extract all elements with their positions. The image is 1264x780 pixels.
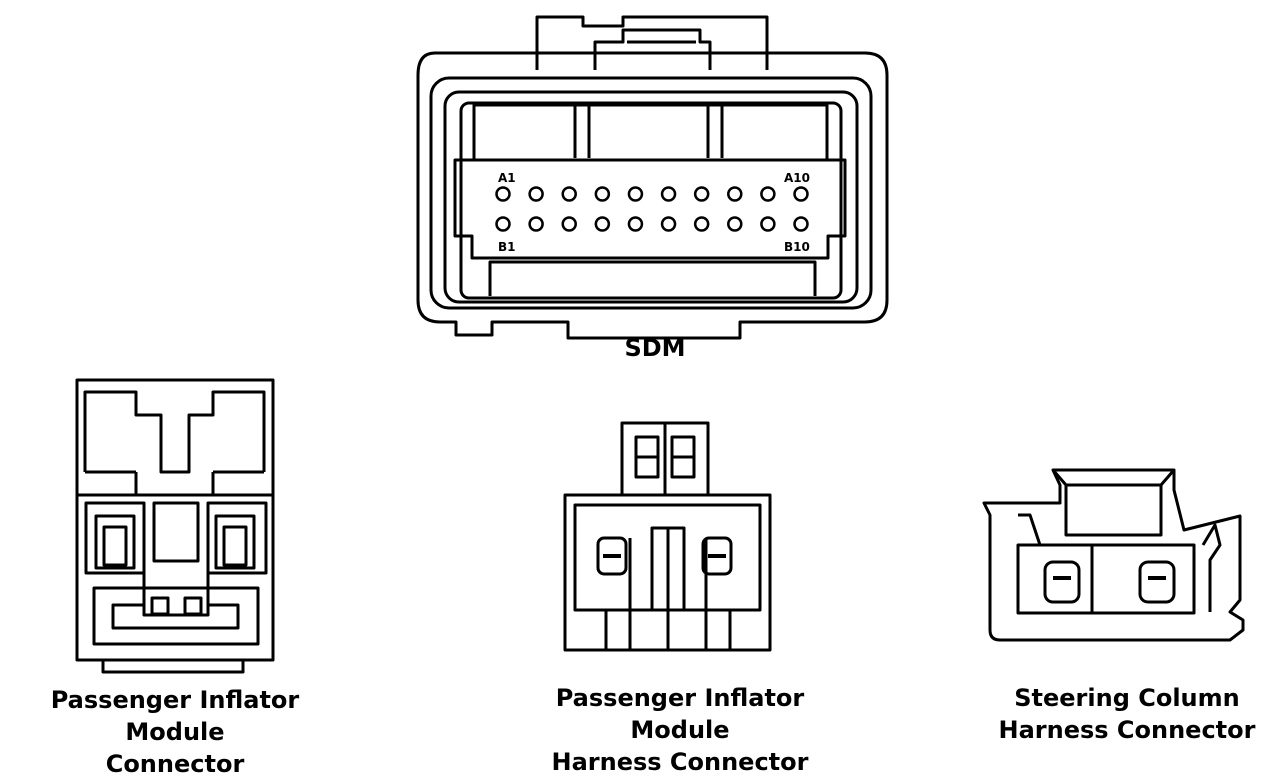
sdm-pin-b2 (528, 216, 544, 232)
pimhc-title-line1: Passenger Inflator Module (555, 684, 805, 744)
pin-label-a10: A10 (784, 171, 810, 185)
sdm-pin-a3 (561, 186, 577, 202)
sdm-pin-b6 (660, 216, 677, 232)
sdm-pin-a4 (594, 186, 611, 202)
sdm-title: SDM (624, 334, 686, 362)
sdm-label: SDM (595, 332, 715, 364)
sdm-pin-b7 (693, 216, 710, 232)
sdm-pin-a8 (727, 186, 743, 202)
pimc-title-line2: Connector (105, 750, 245, 778)
sdm-connector (416, 15, 889, 340)
pimhc-title-line2: Harness Connector (551, 748, 809, 776)
schc-title-line1: Steering Column (1014, 684, 1240, 712)
passenger-inflator-module-connector (75, 378, 275, 674)
sdm-pin-a7 (693, 186, 710, 202)
passenger-inflator-module-harness-connector-label: Passenger Inflator Module Harness Connec… (505, 682, 855, 778)
passenger-inflator-module-connector-label: Passenger Inflator Module Connector (0, 684, 350, 780)
sdm-pin-a2 (528, 186, 544, 202)
sdm-pin-a1 (495, 186, 511, 202)
passenger-inflator-module-harness-connector (563, 421, 772, 652)
steering-column-harness-connector-label: Steering Column Harness Connector (994, 682, 1260, 746)
sdm-pin-b1 (495, 216, 511, 232)
pimc-title-line1: Passenger Inflator Module (50, 686, 300, 746)
sdm-pin-a6 (660, 186, 677, 202)
sdm-pin-a10 (793, 186, 809, 202)
schc-title-line2: Harness Connector (998, 716, 1256, 744)
sdm-pin-grid (495, 186, 809, 232)
sdm-pin-b3 (561, 216, 577, 232)
sdm-pin-b10 (793, 216, 809, 232)
sdm-pin-a5 (627, 186, 644, 202)
pin-label-b1: B1 (498, 240, 516, 254)
sdm-pin-b8 (727, 216, 743, 232)
pin-label-b10: B10 (784, 240, 810, 254)
sdm-pin-b9 (760, 216, 776, 232)
sdm-pin-b4 (594, 216, 611, 232)
sdm-pin-a9 (760, 186, 776, 202)
sdm-pin-b5 (627, 216, 644, 232)
steering-column-harness-connector (982, 468, 1245, 642)
pin-label-a1: A1 (498, 171, 516, 185)
connector-diagram: A1 A10 B1 B10 (75, 15, 1245, 674)
